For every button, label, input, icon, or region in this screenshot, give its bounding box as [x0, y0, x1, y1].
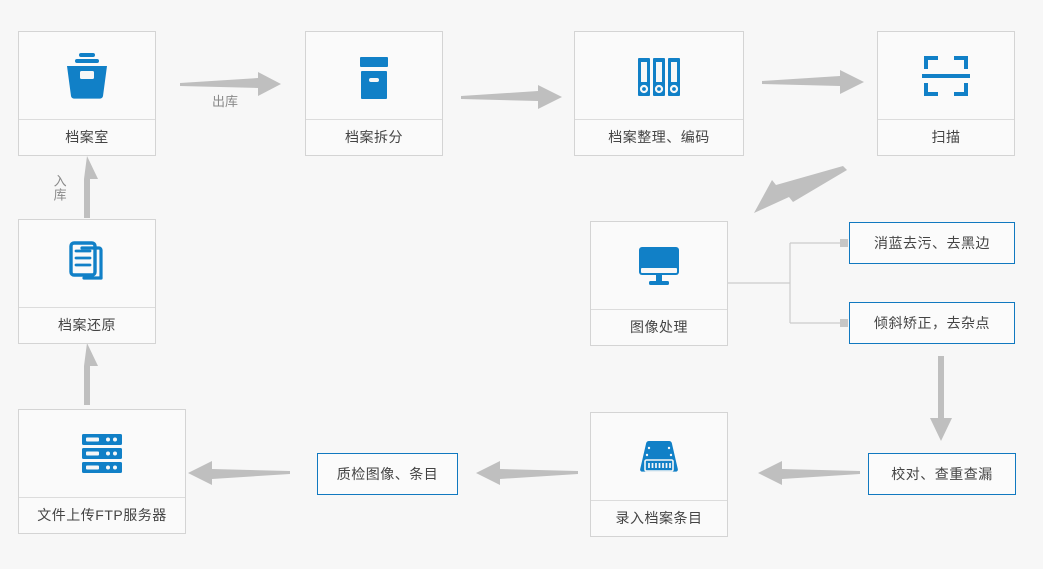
node-label: 档案还原	[19, 307, 155, 343]
box-label: 质检图像、条目	[336, 466, 439, 482]
arrow-proofread-to-entry	[758, 461, 860, 485]
node-archive-sort[interactable]: 档案整理、编码	[574, 31, 744, 156]
arrow-archiveroom-to-split	[180, 72, 281, 96]
storage-box-icon	[306, 32, 442, 119]
binders-icon	[575, 32, 743, 119]
bracket-imageprocess-branches	[726, 242, 840, 324]
server-rack-icon	[19, 410, 185, 497]
arrow-restore-to-archiveroom	[84, 156, 98, 218]
node-archive-split[interactable]: 档案拆分	[305, 31, 443, 156]
arrow-sort-to-scan	[762, 70, 864, 94]
node-archive-room[interactable]: 档案室	[18, 31, 156, 156]
box-declean[interactable]: 消蓝去污、去黑边	[849, 222, 1015, 264]
arrow-entry-to-qc	[476, 461, 578, 485]
box-label: 消蓝去污、去黑边	[874, 235, 990, 251]
branch-arrowhead-declean	[840, 239, 848, 247]
node-image-process[interactable]: 图像处理	[590, 221, 728, 346]
arrow-ftp-to-restore	[84, 343, 98, 405]
box-label: 倾斜矫正，去杂点	[874, 315, 990, 331]
scan-frame-icon	[878, 32, 1014, 119]
node-entry-input[interactable]: 录入档案条目	[590, 412, 728, 537]
node-label: 文件上传FTP服务器	[19, 497, 185, 533]
node-label: 图像处理	[591, 309, 727, 345]
arrow-qc-to-ftp	[188, 461, 290, 485]
documents-icon	[19, 220, 155, 307]
arrow-split-to-sort	[461, 85, 562, 109]
arrow-scan-to-imageprocess	[754, 166, 847, 213]
keyboard-icon	[591, 413, 727, 500]
edge-label-into-storage: 入库	[51, 174, 67, 202]
node-label: 档案拆分	[306, 119, 442, 155]
node-label: 档案整理、编码	[575, 119, 743, 155]
node-label: 扫描	[878, 119, 1014, 155]
node-label: 档案室	[19, 119, 155, 155]
branch-arrowhead-deskew	[840, 319, 848, 327]
node-scan[interactable]: 扫描	[877, 31, 1015, 156]
node-label: 录入档案条目	[591, 500, 727, 536]
box-qc-check[interactable]: 质检图像、条目	[317, 453, 458, 495]
node-ftp-upload[interactable]: 文件上传FTP服务器	[18, 409, 186, 534]
file-box-icon	[19, 32, 155, 119]
box-label: 校对、查重查漏	[891, 466, 993, 482]
arrow-deskew-to-proofread	[930, 356, 952, 441]
edge-label-out-of-storage: 出库	[212, 94, 239, 109]
node-archive-restore[interactable]: 档案还原	[18, 219, 156, 344]
monitor-icon	[591, 222, 727, 309]
box-proofread[interactable]: 校对、查重查漏	[868, 453, 1016, 495]
box-deskew[interactable]: 倾斜矫正，去杂点	[849, 302, 1015, 344]
